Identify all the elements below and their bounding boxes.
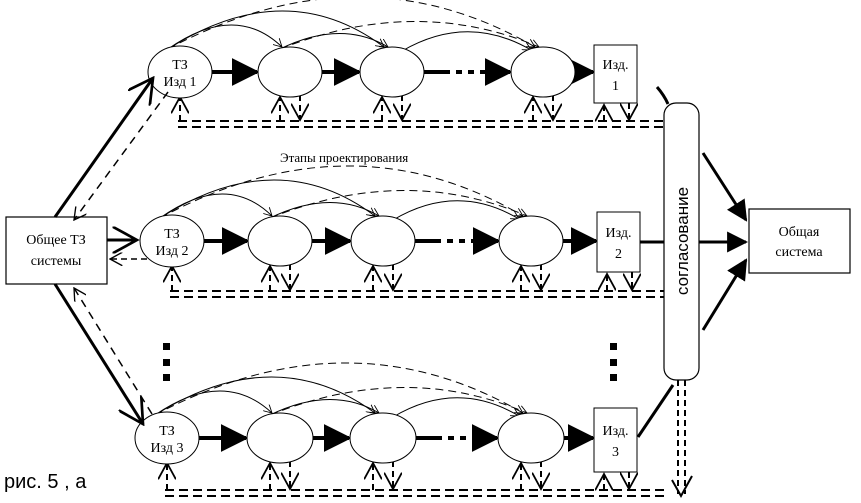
feedforward-arc — [279, 33, 388, 50]
coordination-node[interactable]: согласование — [663, 102, 700, 381]
design-stage-node[interactable] — [246, 412, 314, 464]
design-stage-node[interactable] — [257, 46, 323, 98]
tz-node-2[interactable]: ТЗ Изд 2 — [139, 214, 205, 268]
product-node-line2: 1 — [612, 79, 619, 94]
tz-node-line1: ТЗ — [164, 227, 180, 242]
design-stage-node[interactable] — [359, 46, 425, 98]
product-node-line1: Изд. — [602, 424, 628, 439]
feedforward-arc — [279, 21, 539, 50]
tz-node-1[interactable]: ТЗ Изд 1 — [147, 45, 213, 99]
tz-node-line2: Изд 2 — [155, 244, 188, 259]
product-node-2[interactable]: Изд. 2 — [596, 211, 641, 273]
ellipsis-marker-left — [163, 343, 170, 381]
target-node-line2: система — [775, 245, 823, 260]
target-node[interactable]: Общая система — [748, 208, 851, 274]
ellipsis-marker-right — [610, 343, 617, 381]
tz-node-line1: ТЗ — [172, 58, 188, 73]
feedforward-arc — [167, 24, 282, 50]
feedforward-arc — [269, 202, 379, 219]
design-stage-node[interactable] — [510, 46, 576, 98]
design-stage-node[interactable] — [247, 215, 313, 267]
feedforward-arc — [159, 165, 523, 219]
stages-label: Этапы проектирования — [280, 150, 408, 165]
figure-caption: рис. 5 , а — [4, 471, 87, 493]
feedforward-arc — [269, 387, 527, 416]
product-node-line2: 3 — [612, 445, 619, 460]
source-node-line2: системы — [31, 254, 82, 269]
coord-to-target-arrow-1 — [701, 152, 748, 222]
feedforward-arc — [167, 10, 384, 50]
feedforward-arc — [154, 376, 375, 416]
product-node-line2: 2 — [615, 247, 622, 262]
row-2: ТЗ Изд 2 Изд. 2 — [139, 165, 664, 298]
product1-to-coordination — [655, 86, 670, 105]
feedforward-arc — [392, 397, 519, 418]
product-node-line1: Изд. — [605, 226, 631, 241]
design-stage-node[interactable] — [497, 412, 565, 464]
tz-node-line2: Изд 3 — [150, 441, 183, 456]
feedforward-arc — [159, 179, 375, 219]
row-1: ТЗ Изд 1 Изд. 1 — [147, 0, 664, 128]
product-node-line1: Изд. — [602, 58, 628, 73]
feedforward-arc — [154, 362, 523, 416]
product-node-1[interactable]: Изд. 1 — [593, 44, 638, 104]
tz-node-line2: Изд 1 — [163, 75, 196, 90]
design-stage-node[interactable] — [498, 215, 564, 267]
design-stage-node[interactable] — [349, 412, 417, 464]
feedforward-arc — [159, 193, 272, 219]
coordination-label: согласование — [673, 187, 692, 295]
design-stage-node[interactable] — [350, 215, 416, 267]
feedforward-arc — [392, 200, 519, 221]
row3-feedback-arrow — [74, 288, 153, 415]
source-to-row1-arrow — [53, 78, 153, 218]
row-3: ТЗ Изд 3 Изд. 3 — [134, 362, 664, 497]
source-to-row3-arrow — [53, 283, 143, 424]
source-node[interactable]: Общее ТЗ системы — [5, 216, 108, 285]
tz-node-line1: ТЗ — [159, 424, 175, 439]
feedforward-arc — [401, 31, 531, 52]
feedforward-arc — [269, 190, 527, 219]
target-node-line1: Общая — [779, 225, 820, 240]
product-node-3[interactable]: Изд. 3 — [593, 407, 638, 473]
coord-to-target-arrow-3 — [701, 258, 748, 331]
row1-feedback-arrow — [74, 91, 169, 220]
feedforward-arc — [269, 399, 379, 416]
product3-to-coordination — [636, 384, 675, 438]
feedforward-arc — [154, 390, 272, 416]
source-node-line1: Общее ТЗ — [26, 233, 86, 248]
coord-feedback-arrowhead — [671, 475, 693, 499]
feedforward-arc — [167, 0, 535, 50]
tz-node-3[interactable]: ТЗ Изд 3 — [134, 411, 200, 465]
